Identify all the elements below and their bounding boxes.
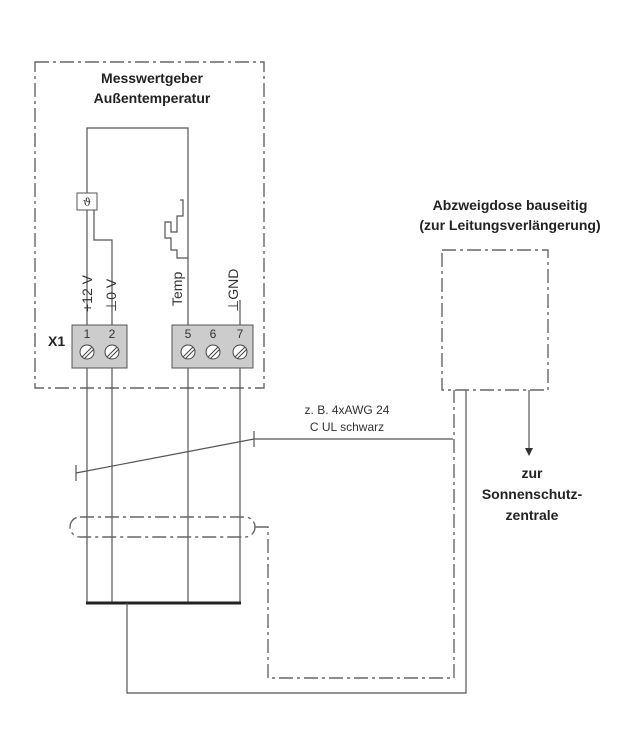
cable-leader-line — [75, 431, 453, 481]
junction-box — [441, 249, 549, 391]
label-temp: Temp — [169, 272, 185, 306]
sensor-loop-wire — [86, 127, 189, 325]
arrow-down-icon — [525, 448, 533, 456]
terminal-1: 1 — [79, 327, 95, 360]
cable-label-line2: C UL schwarz — [310, 420, 384, 434]
terminal-5: 5 — [180, 327, 196, 360]
return-wire — [126, 390, 467, 694]
terminal-2: 2 — [104, 327, 120, 360]
terminal-block-left — [71, 324, 128, 369]
destination-line1: zur — [522, 465, 544, 481]
destination-line3: zentrale — [506, 507, 559, 523]
zero-v-wire — [93, 210, 113, 325]
cable-wires — [86, 368, 241, 603]
terminal-6: 6 — [205, 327, 221, 360]
svg-text:7: 7 — [237, 327, 244, 341]
label-plus12v: +12 V — [79, 274, 95, 312]
label-zero-v: ⊥0 V — [103, 278, 119, 312]
sensor-enclosure — [34, 61, 265, 389]
sensor-title-line2: Außentemperatur — [94, 90, 211, 106]
svg-text:6: 6 — [210, 327, 217, 341]
shield-wire — [255, 390, 455, 679]
svg-text:5: 5 — [185, 327, 192, 341]
junction-box-title-line1: Abzweigdose bauseitig — [433, 197, 588, 213]
terminal-block-label: X1 — [48, 333, 65, 349]
destination-line2: Sonnenschutz- — [482, 486, 583, 502]
cable-shield — [69, 516, 256, 538]
sensor-title-line1: Messwertgeber — [101, 70, 203, 86]
svg-text:1: 1 — [84, 327, 91, 341]
label-gnd: ⊥GND — [225, 269, 241, 312]
svg-text:2: 2 — [109, 327, 116, 341]
temperature-sensor-symbol — [76, 192, 98, 211]
junction-box-title-line2: (zur Leitungsverlängerung) — [419, 217, 600, 233]
theta-icon: ϑ — [83, 196, 91, 209]
cable-label-line1: z. B. 4xAWG 24 — [305, 403, 390, 417]
terminal-7: 7 — [232, 327, 248, 360]
pulse-signal-symbol — [164, 199, 188, 259]
